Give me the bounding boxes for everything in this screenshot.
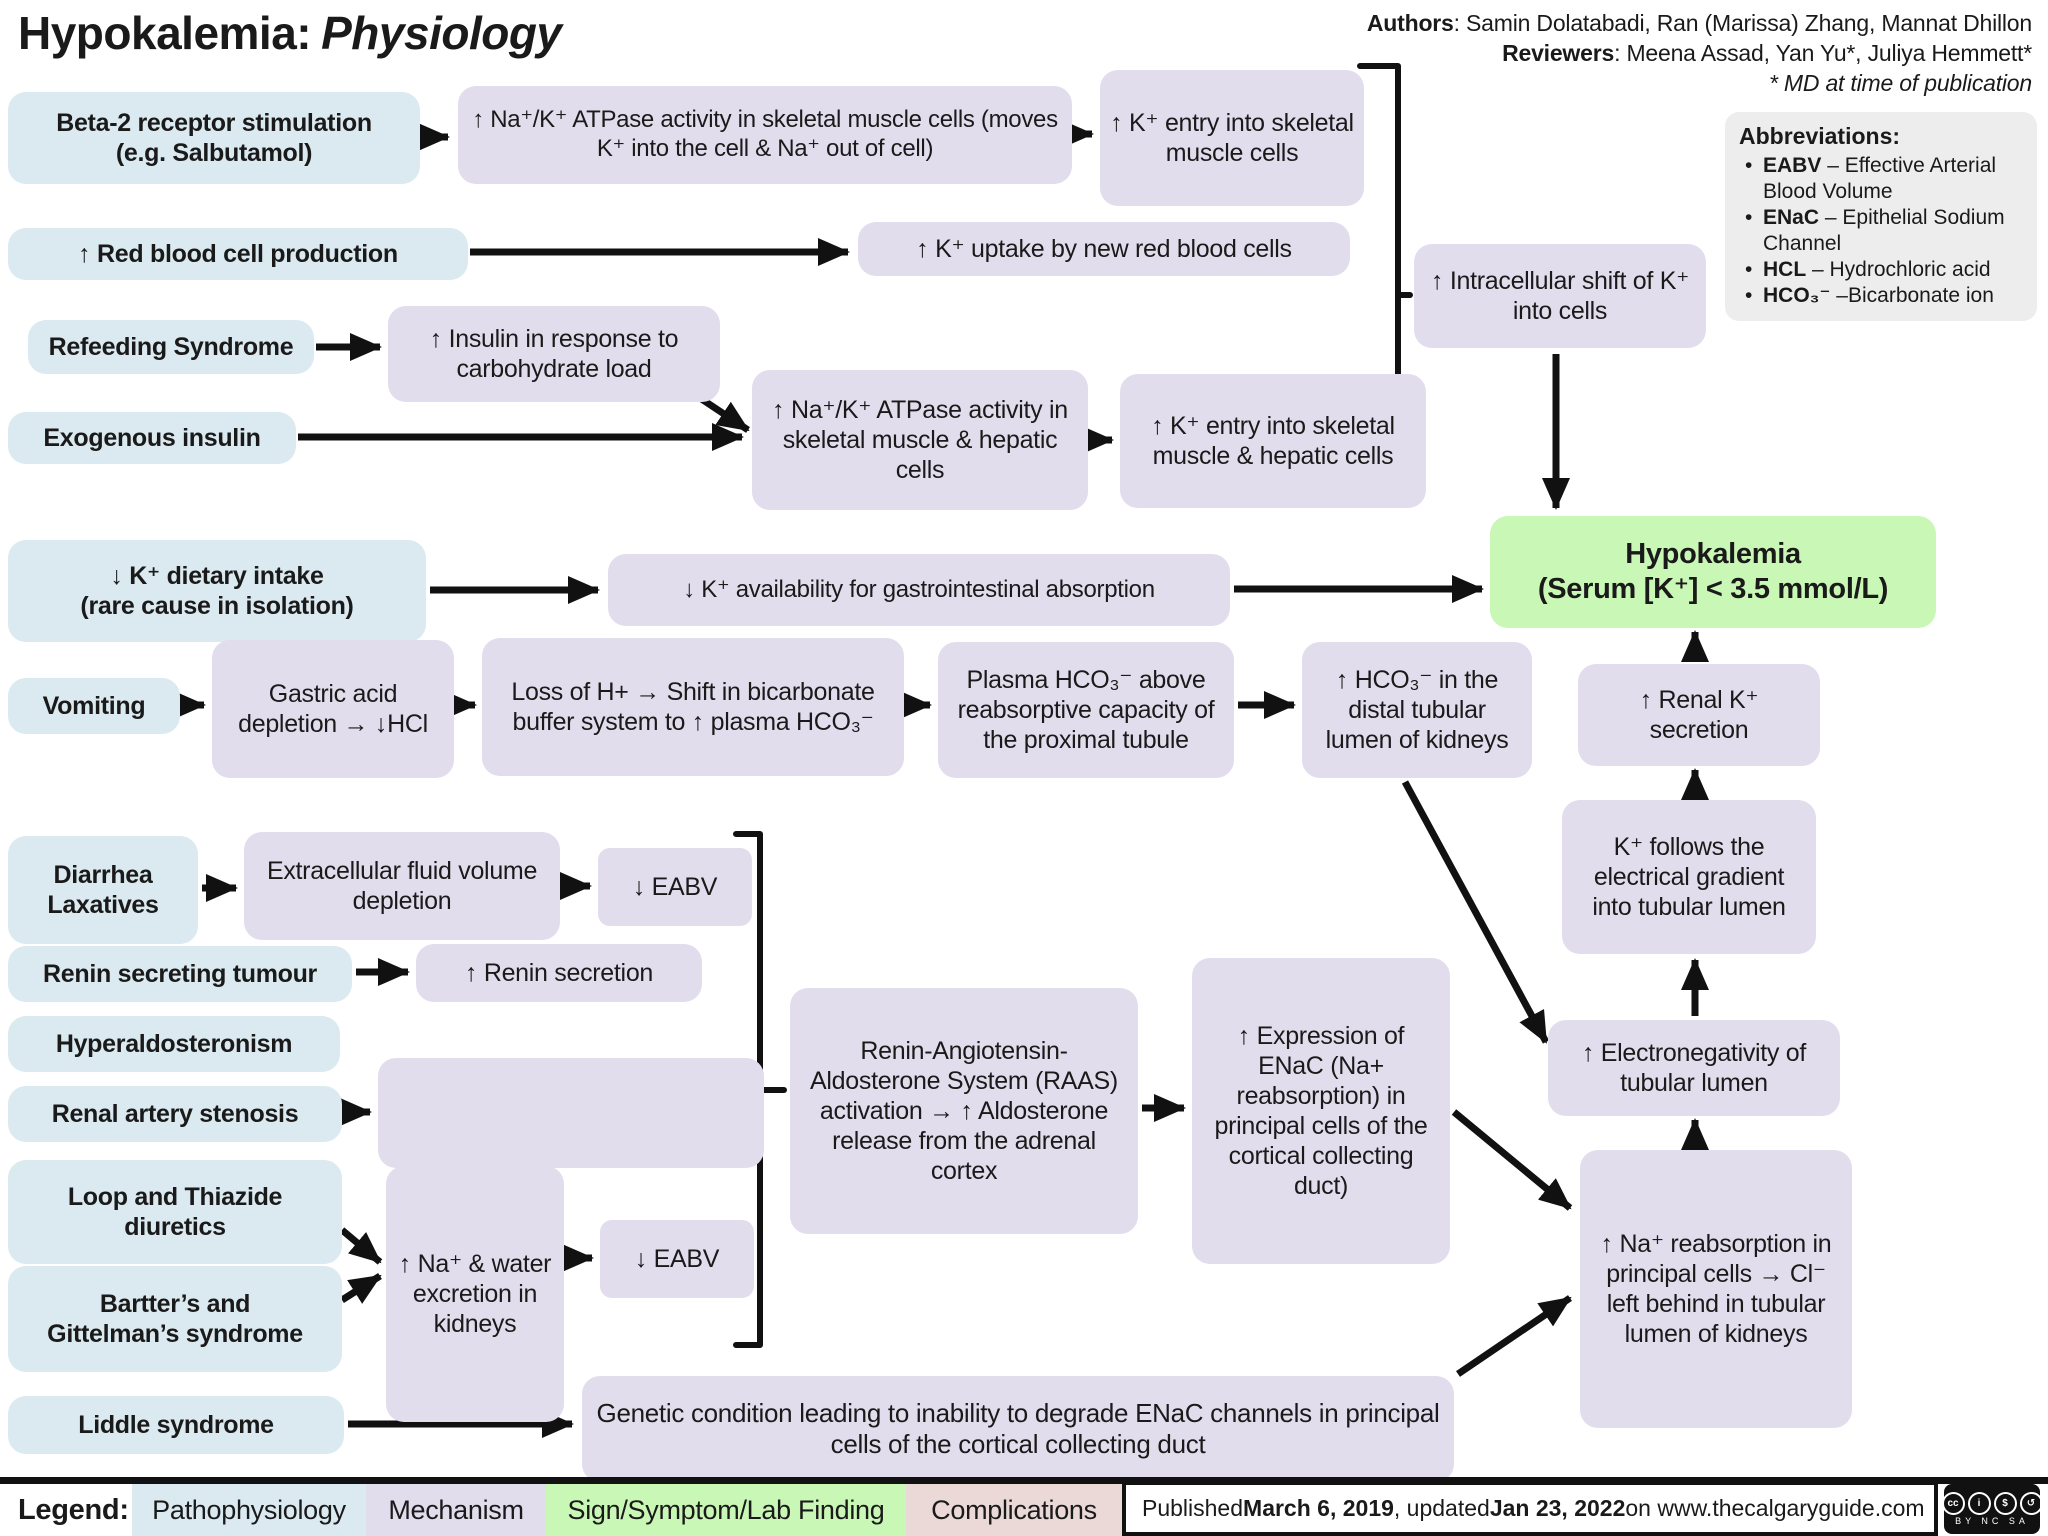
cc-logo-icon: cc	[1941, 1492, 1965, 1515]
cc-by-icon: i	[1967, 1492, 1991, 1515]
abbreviations-box: Abbreviations: EABV – Effective Arterial…	[1725, 112, 2037, 321]
cc-license-badge: cc i $ ↺ BY NC SA	[1941, 1484, 2043, 1534]
node-na-water-excretion: ↑ Na⁺ & water excretion in kidneys	[386, 1166, 564, 1422]
node-intracellular-shift: ↑ Intracellular shift of K⁺ into cells	[1414, 244, 1706, 348]
node-renal-artery-stenosis: Renal artery stenosis	[8, 1086, 342, 1142]
node-atpase-skeletal-hepatic: ↑ Na⁺/K⁺ ATPase activity in skeletal mus…	[752, 370, 1088, 510]
legend-item-sign-symptom-lab-finding: Sign/Symptom/Lab Finding	[546, 1484, 906, 1536]
authors-label: Authors	[1366, 10, 1454, 36]
abbreviation-item: HCO₃⁻ –Bicarbonate ion	[1739, 283, 2025, 309]
node-exogenous-insulin: Exogenous insulin	[8, 412, 296, 464]
node-vomiting: Vomiting	[8, 678, 180, 734]
publication-info: Published March 6, 2019, updated Jan 23,…	[1122, 1481, 1938, 1536]
legend-divider	[0, 1477, 2048, 1484]
node-hco3-distal-tubular-lumen: ↑ HCO₃⁻ in the distal tubular lumen of k…	[1302, 642, 1532, 778]
reviewers-names: : Meena Assad, Yan Yu*, Juliya Hemmett*	[1614, 40, 2032, 66]
abbreviation-item: ENaC – Epithelial Sodium Channel	[1739, 205, 2025, 257]
node-atpase-skeletal-muscle: ↑ Na⁺/K⁺ ATPase activity in skeletal mus…	[458, 86, 1072, 184]
node-refeeding-syndrome: Refeeding Syndrome	[28, 320, 314, 374]
title-main: Hypokalemia:	[18, 7, 312, 59]
node-k-uptake-new-rbc: ↑ K⁺ uptake by new red blood cells	[858, 222, 1350, 276]
node-gastric-acid-depletion: Gastric acid depletion → ↓HCl	[212, 640, 454, 778]
page-title: Hypokalemia:Physiology	[18, 6, 562, 60]
cc-sa-icon: ↺	[2019, 1492, 2043, 1515]
node-renin-secretion: ↑ Renin secretion	[416, 944, 702, 1002]
node-k-follows-gradient: K⁺ follows the electrical gradient into …	[1562, 800, 1816, 954]
node-k-entry-skeletal-muscle: ↑ K⁺ entry into skeletal muscle cells	[1100, 70, 1364, 206]
authors-line: Authors: Samin Dolatabadi, Ran (Marissa)…	[1367, 10, 2032, 37]
node-red-blood-cell-production: ↑ Red blood cell production	[8, 228, 468, 280]
node-hyperaldosteronism: Hyperaldosteronism	[8, 1016, 340, 1072]
reviewers-label: Reviewers	[1502, 40, 1615, 66]
node-k-entry-skeletal-hepatic: ↑ K⁺ entry into skeletal muscle & hepati…	[1120, 374, 1426, 508]
legend-item-complications: Complications	[906, 1484, 1122, 1536]
node-k-dietary-intake: ↓ K⁺ dietary intake(rare cause in isolat…	[8, 540, 426, 642]
md-note: * MD at time of publication	[1768, 70, 2032, 96]
node-eabv-1: ↓ EABV	[598, 848, 752, 926]
abbreviations-title: Abbreviations:	[1739, 123, 1901, 149]
node-liddle-syndrome: Liddle syndrome	[8, 1396, 344, 1454]
node-loss-of-h-bicarbonate-shift: Loss of H+ → Shift in bicarbonate buffer…	[482, 638, 904, 776]
node-na-reabsorption-principal-cells: ↑ Na⁺ reabsorption in principal cells → …	[1580, 1150, 1852, 1428]
node-hypokalemia: Hypokalemia(Serum [K⁺] < 3.5 mmol/L)	[1490, 516, 1936, 628]
node-plasma-hco3-above-capacity: Plasma HCO₃⁻ above reabsorptive capacity…	[938, 642, 1234, 778]
published-date: March 6, 2019	[1243, 1495, 1394, 1521]
abbreviation-item: HCL – Hydrochloric acid	[1739, 257, 2025, 283]
node-insulin-response-carbohydrate: ↑ Insulin in response to carbohydrate lo…	[388, 306, 720, 402]
node-eabv-2: ↓ EABV	[600, 1220, 754, 1298]
abbreviation-item: EABV – Effective Arterial Blood Volume	[1739, 153, 2025, 205]
reviewers-line: Reviewers: Meena Assad, Yan Yu*, Juliya …	[1502, 40, 2032, 67]
node-k-availability-gi: ↓ K⁺ availability for gastrointestinal a…	[608, 554, 1230, 626]
legend-item-mechanism: Mechanism	[366, 1484, 546, 1536]
cc-nc-icon: $	[1993, 1492, 2017, 1515]
node-afferent-arteriole-pressure	[378, 1058, 764, 1168]
node-enac-expression: ↑ Expression of ENaC (Na+ reabsorption) …	[1192, 958, 1450, 1264]
node-genetic-condition-enac: Genetic condition leading to inability t…	[582, 1376, 1454, 1482]
cc-caption: BY NC SA	[1955, 1516, 2029, 1526]
legend-item-pathophysiology: Pathophysiology	[132, 1484, 366, 1536]
authors-names: : Samin Dolatabadi, Ran (Marissa) Zhang,…	[1453, 10, 2033, 36]
updated-date: Jan 23, 2022	[1489, 1495, 1626, 1521]
node-renin-secreting-tumour: Renin secreting tumour	[8, 946, 352, 1002]
node-beta2-receptor-stimulation: Beta-2 receptor stimulation(e.g. Salbuta…	[8, 92, 420, 184]
node-electronegativity-tubular-lumen: ↑ Electronegativity of tubular lumen	[1548, 1020, 1840, 1116]
title-subtitle: Physiology	[321, 7, 562, 59]
legend-label: Legend:	[18, 1493, 129, 1526]
node-raas-activation: Renin-Angiotensin-Aldosterone System (RA…	[790, 988, 1138, 1234]
node-ecf-volume-depletion: Extracellular fluid volume depletion	[244, 832, 560, 940]
node-renal-k-secretion: ↑ Renal K⁺ secretion	[1578, 664, 1820, 766]
website-url: on www.thecalgaryguide.com	[1625, 1495, 1925, 1521]
